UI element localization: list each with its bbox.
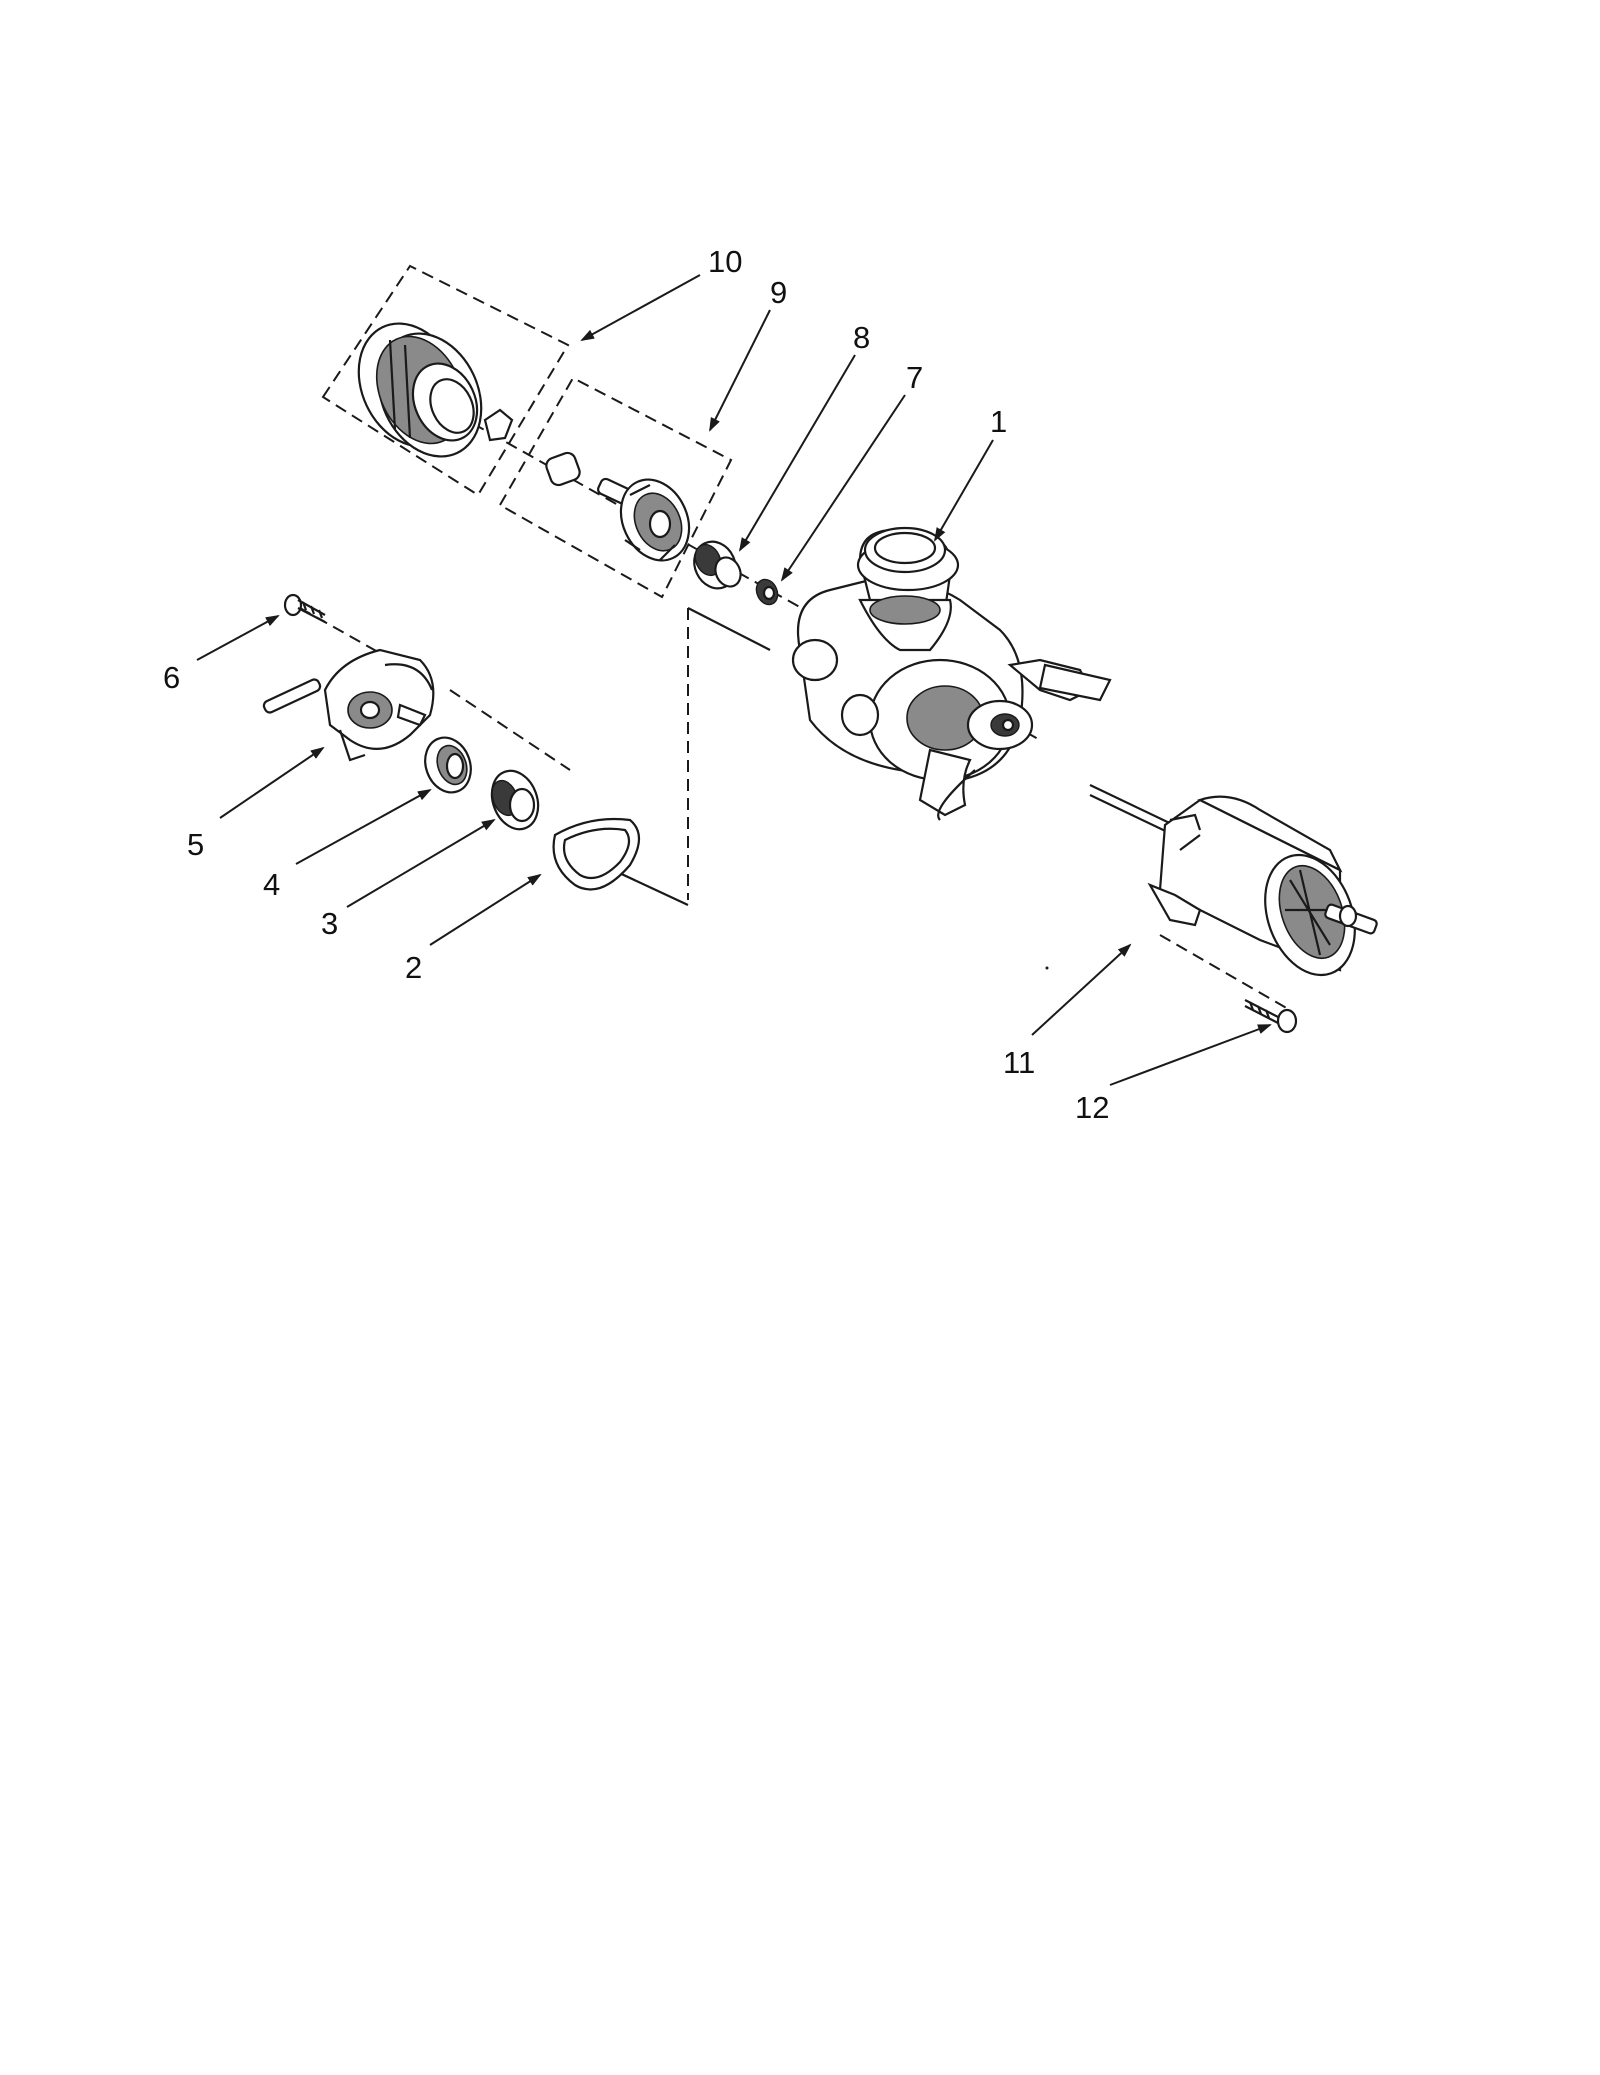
center-axis bbox=[299, 404, 1291, 1011]
callout-5: 5 bbox=[187, 827, 204, 862]
part-2-gasket bbox=[552, 817, 641, 891]
part-5-cover bbox=[262, 648, 435, 762]
assembly-9-box bbox=[498, 376, 733, 599]
callout-11: 11 bbox=[1003, 1045, 1035, 1080]
leader-12 bbox=[1109, 1024, 1272, 1086]
part-7-washer bbox=[755, 578, 779, 606]
callout-9: 9 bbox=[770, 275, 787, 310]
leader-8 bbox=[738, 354, 856, 552]
leader-3 bbox=[346, 818, 496, 908]
part-10-clip bbox=[483, 408, 514, 442]
part-8-seal bbox=[693, 540, 742, 590]
part-1-pump-housing bbox=[791, 526, 1112, 821]
leader-11 bbox=[1031, 943, 1132, 1036]
part-12-screw bbox=[1244, 999, 1298, 1034]
part-3-seal bbox=[490, 769, 540, 831]
callout-4: 4 bbox=[263, 867, 280, 902]
leader-6 bbox=[196, 615, 280, 661]
part-4-ring bbox=[424, 736, 472, 794]
callout-2: 2 bbox=[405, 950, 422, 985]
leader-5 bbox=[219, 746, 325, 819]
callout-7: 7 bbox=[906, 360, 923, 395]
callout-3: 3 bbox=[321, 906, 338, 941]
leader-lines bbox=[196, 274, 1272, 1086]
leader-9 bbox=[709, 309, 771, 432]
callout-1: 1 bbox=[990, 404, 1007, 439]
leader-10 bbox=[580, 274, 701, 341]
part-9-impeller bbox=[545, 451, 691, 562]
callout-10: 10 bbox=[708, 244, 742, 279]
assembly-10-box bbox=[321, 264, 570, 497]
callout-8: 8 bbox=[853, 320, 870, 355]
stray-dot bbox=[1045, 966, 1049, 970]
part-6-screw bbox=[283, 593, 326, 623]
callout-labels: 10 9 8 7 1 6 5 4 3 2 11 12 bbox=[163, 244, 1109, 1125]
callout-12: 12 bbox=[1075, 1090, 1109, 1125]
part-11-motor bbox=[1089, 784, 1378, 977]
leader-7 bbox=[780, 394, 906, 582]
leader-4 bbox=[295, 789, 432, 865]
part-10-seal bbox=[357, 322, 483, 458]
leader-1 bbox=[933, 439, 994, 542]
callout-6: 6 bbox=[163, 660, 180, 695]
leader-2 bbox=[429, 873, 542, 946]
